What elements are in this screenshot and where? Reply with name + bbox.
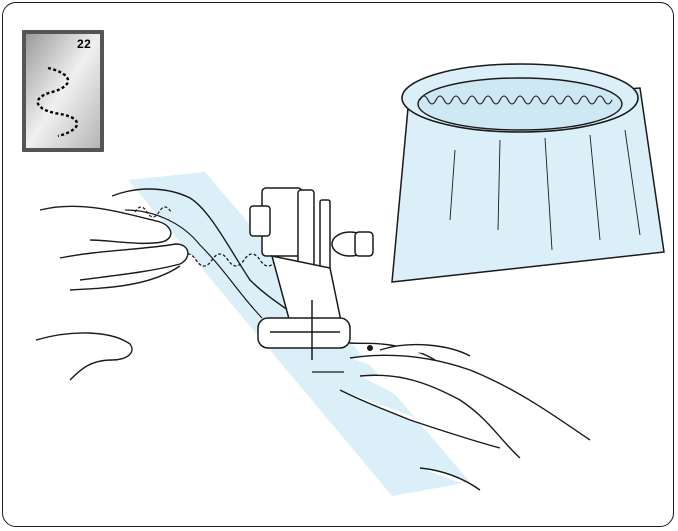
stitch-pattern-frame xyxy=(22,30,104,152)
stitch-number: 22 xyxy=(77,37,91,51)
stitch-pattern-panel: 22 xyxy=(22,30,104,152)
left-hand xyxy=(36,206,188,380)
